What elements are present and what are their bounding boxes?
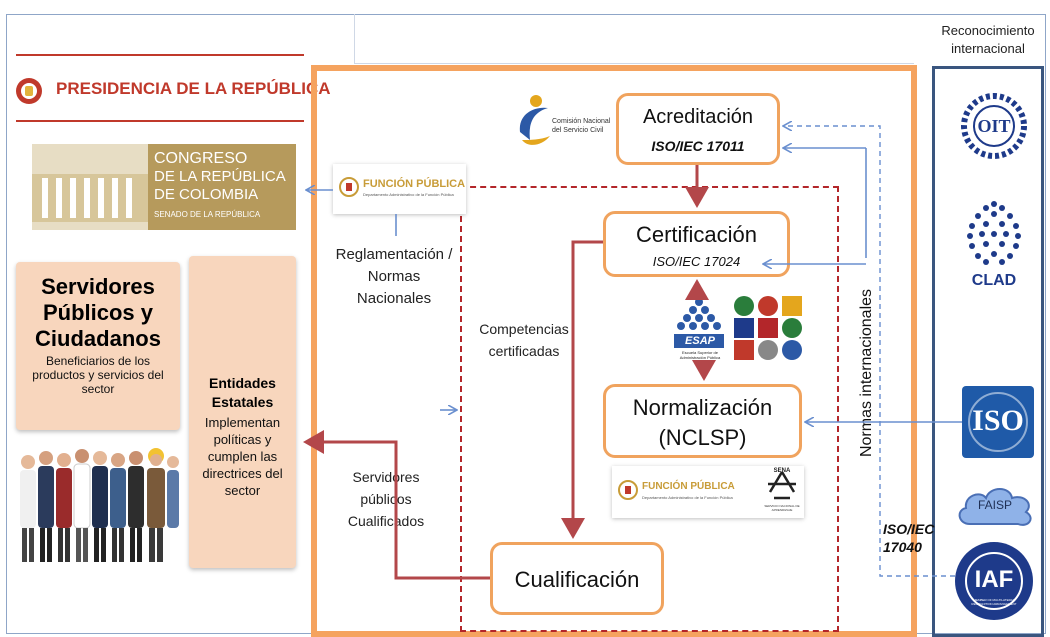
university-shield-icon	[782, 296, 802, 316]
servidores-title-3: Ciudadanos	[35, 326, 161, 351]
funcion-publica-sena-card: FUNCIÓN PÚBLICA Departamento Administrat…	[612, 466, 804, 518]
normalizacion-box: Normalización (NCLSP)	[603, 384, 802, 458]
cloud-icon	[958, 488, 1032, 526]
congreso-line-1: CONGRESO	[154, 150, 248, 167]
servidores-title-2: Públicos y	[42, 300, 154, 325]
congreso-line-2: DE LA REPÚBLICA	[154, 168, 286, 185]
reconocimiento-label: Reconocimiento internacional	[941, 23, 1035, 56]
normas-internacionales-label: Normas internacionales	[850, 258, 884, 488]
esap-acronym: ESAP	[685, 335, 715, 347]
top-header-line	[354, 14, 914, 64]
presidencia-bottom-rule	[16, 120, 304, 122]
servidores-box: Servidores Públicos y Ciudadanos Benefic…	[16, 262, 180, 430]
funcion-publica-shield-icon	[339, 177, 359, 197]
people-illustration	[16, 440, 180, 568]
competencias-label: Competencias certificadas	[476, 318, 572, 362]
capitol-building-icon	[32, 144, 148, 230]
servidores-cualificados-label: Servidores públicos Cualificados	[332, 466, 440, 532]
reglamentacion-label: Reglamentación / Normas Nacionales	[330, 244, 458, 310]
sena-name: SERVICIO NACIONAL DE APRENDIZAJE	[764, 504, 800, 512]
certificacion-title: Certificación	[635, 222, 758, 247]
servidores-description: Beneficiarios de los productos y servici…	[32, 354, 164, 396]
university-shield-icon	[734, 296, 754, 316]
oit-logo: OIT	[958, 90, 1030, 162]
certificacion-standard: ISO/IEC 17024	[652, 254, 741, 269]
cnsc-swoosh-icon	[519, 95, 550, 145]
university-shield-icon	[782, 340, 802, 360]
servidores-title-1: Servidores	[41, 274, 155, 299]
university-shields-grid	[734, 296, 806, 362]
iso-text: ISO	[972, 404, 1024, 437]
presidencia-top-rule	[16, 54, 304, 56]
cnsc-logo: Comisión Nacional del Servicio Civil	[512, 90, 616, 152]
entidades-title: Entidades Estatales	[209, 375, 276, 410]
funcion-publica-name-bottom: FUNCIÓN PÚBLICA	[642, 481, 735, 492]
university-shield-icon	[758, 318, 778, 338]
funcion-publica-shield-icon	[618, 480, 638, 500]
arrow-certificacion-to-cualificacion	[561, 240, 603, 539]
entidades-box: Entidades Estatales Implementan política…	[189, 256, 296, 568]
arrow-iaf-to-acreditacion-dashed	[784, 126, 955, 577]
normalizacion-subtitle: (NCLSP)	[658, 425, 747, 450]
iaf-logo: IAF MEMBER OF MULTILATERAL RECOGNITION A…	[955, 542, 1033, 620]
clad-text: CLAD	[971, 272, 1017, 289]
iso-17040-label: ISO/IEC 17040	[883, 521, 935, 555]
esap-logo-icon	[674, 298, 724, 348]
congreso-line-3: DE COLOMBIA	[154, 186, 259, 203]
university-shield-icon	[758, 296, 778, 316]
esap-logos-card: ESAP Escuela Superior de Administración …	[668, 292, 808, 366]
clad-dots-icon	[967, 201, 1021, 265]
funcion-publica-card-top: FUNCIÓN PÚBLICA Departamento Administrat…	[333, 164, 466, 214]
iaf-inner-ring	[965, 552, 1023, 610]
funcion-publica-subtitle-top: Departamento Administrativo de la Funció…	[363, 192, 454, 197]
normalizacion-title: Normalización	[632, 395, 773, 420]
acreditacion-title: Acreditación	[642, 106, 754, 128]
funcion-publica-name-top: FUNCIÓN PÚBLICA	[363, 178, 466, 190]
university-shield-icon	[734, 318, 754, 338]
international-column	[932, 66, 1044, 637]
certification-scope-dashed-frame	[460, 186, 839, 632]
esap-name: Escuela Superior de Administración Públi…	[679, 350, 721, 360]
university-shield-icon	[734, 340, 754, 360]
clad-logo: CLAD	[958, 196, 1030, 296]
iaf-ring-text: MEMBER OF MULTILATERAL RECOGNITION ARRAN…	[971, 598, 1017, 606]
university-shield-icon	[758, 340, 778, 360]
university-shield-icon	[782, 318, 802, 338]
central-process-frame	[311, 65, 917, 637]
iaf-text: IAF	[974, 566, 1014, 593]
cualificacion-box: Cualificación	[490, 542, 664, 615]
presidencia-title: PRESIDENCIA DE LA REPÚBLICA	[56, 79, 331, 98]
congreso-line-4: SENADO DE LA REPÚBLICA	[154, 210, 261, 219]
cnsc-line-2: del Servicio Civil	[552, 127, 604, 134]
certificacion-box: Certificación ISO/IEC 17024	[603, 211, 790, 277]
sena-acronym: SENA	[773, 468, 791, 474]
funcion-publica-subtitle-bottom: Departamento Administrativo de la Funció…	[642, 495, 733, 500]
faisp-cloud: FAISP	[952, 480, 1038, 532]
iso-globe-icon	[968, 392, 1028, 452]
oit-text: OIT	[977, 116, 1011, 136]
entidades-description: Implementan políticas y cumplen las dire…	[202, 415, 283, 498]
sena-logo-icon	[768, 471, 796, 500]
faisp-text: FAISP	[977, 498, 1012, 512]
acreditacion-standard: ISO/IEC 17011	[651, 138, 745, 154]
acreditacion-box: Acreditación ISO/IEC 17011	[616, 93, 780, 165]
congreso-logo: CONGRESO DE LA REPÚBLICA DE COLOMBIA SEN…	[28, 140, 296, 235]
oit-wreath-icon	[961, 93, 1027, 159]
colombia-shield-icon	[16, 78, 42, 104]
cnsc-line-1: Comisión Nacional	[552, 118, 611, 125]
arrow-cualificacion-to-entidades	[303, 430, 490, 580]
congreso-text-panel: CONGRESO DE LA REPÚBLICA DE COLOMBIA SEN…	[148, 144, 296, 230]
cualificacion-title: Cualificación	[514, 567, 640, 592]
iso-logo: ISO	[962, 386, 1034, 458]
